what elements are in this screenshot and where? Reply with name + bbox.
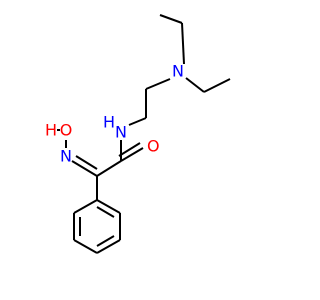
structure-canvas: N N H N O H O	[0, 0, 300, 300]
bond-alpha-c-n-1	[71, 160, 98, 177]
ring-bond-6	[73, 199, 98, 214]
hydroxyl-oxygen-label: O	[60, 121, 73, 140]
ring-bond-1	[96, 199, 121, 214]
carbonyl-oxygen-label: O	[147, 137, 160, 156]
bond-ethyl1-ch2-n	[181, 22, 185, 65]
bond-ethyl2-ch2-ch3	[203, 78, 231, 93]
ring-bond-3	[96, 239, 121, 254]
background	[0, 0, 300, 300]
bond-n-linker-ch2	[145, 78, 171, 90]
bond-n-ethyl2-ch2	[185, 77, 205, 93]
bond-carbonyl-co-2	[118, 142, 141, 157]
bond-alpha-c-n-2	[75, 155, 98, 170]
amide-nitrogen-label: N	[115, 123, 127, 142]
bond-carbonyl-co-1	[120, 147, 144, 162]
oxime-nitrogen-label: N	[60, 147, 72, 166]
amine-nitrogen-label: N	[172, 62, 184, 81]
molecule-drawing: N N H N O H O	[0, 0, 300, 300]
bond-carbonyl-alpha-c	[96, 160, 122, 177]
hydroxyl-hydrogen-label: H	[45, 121, 57, 140]
bond-linker-nh	[128, 117, 147, 126]
ring-inner-bond-1	[96, 206, 115, 218]
amide-hydrogen-label: H	[103, 113, 115, 132]
ring-bond-4	[73, 239, 98, 254]
bond-ethyl1-ch3-ch2	[159, 14, 183, 24]
ring-inner-bond-2	[96, 235, 115, 247]
